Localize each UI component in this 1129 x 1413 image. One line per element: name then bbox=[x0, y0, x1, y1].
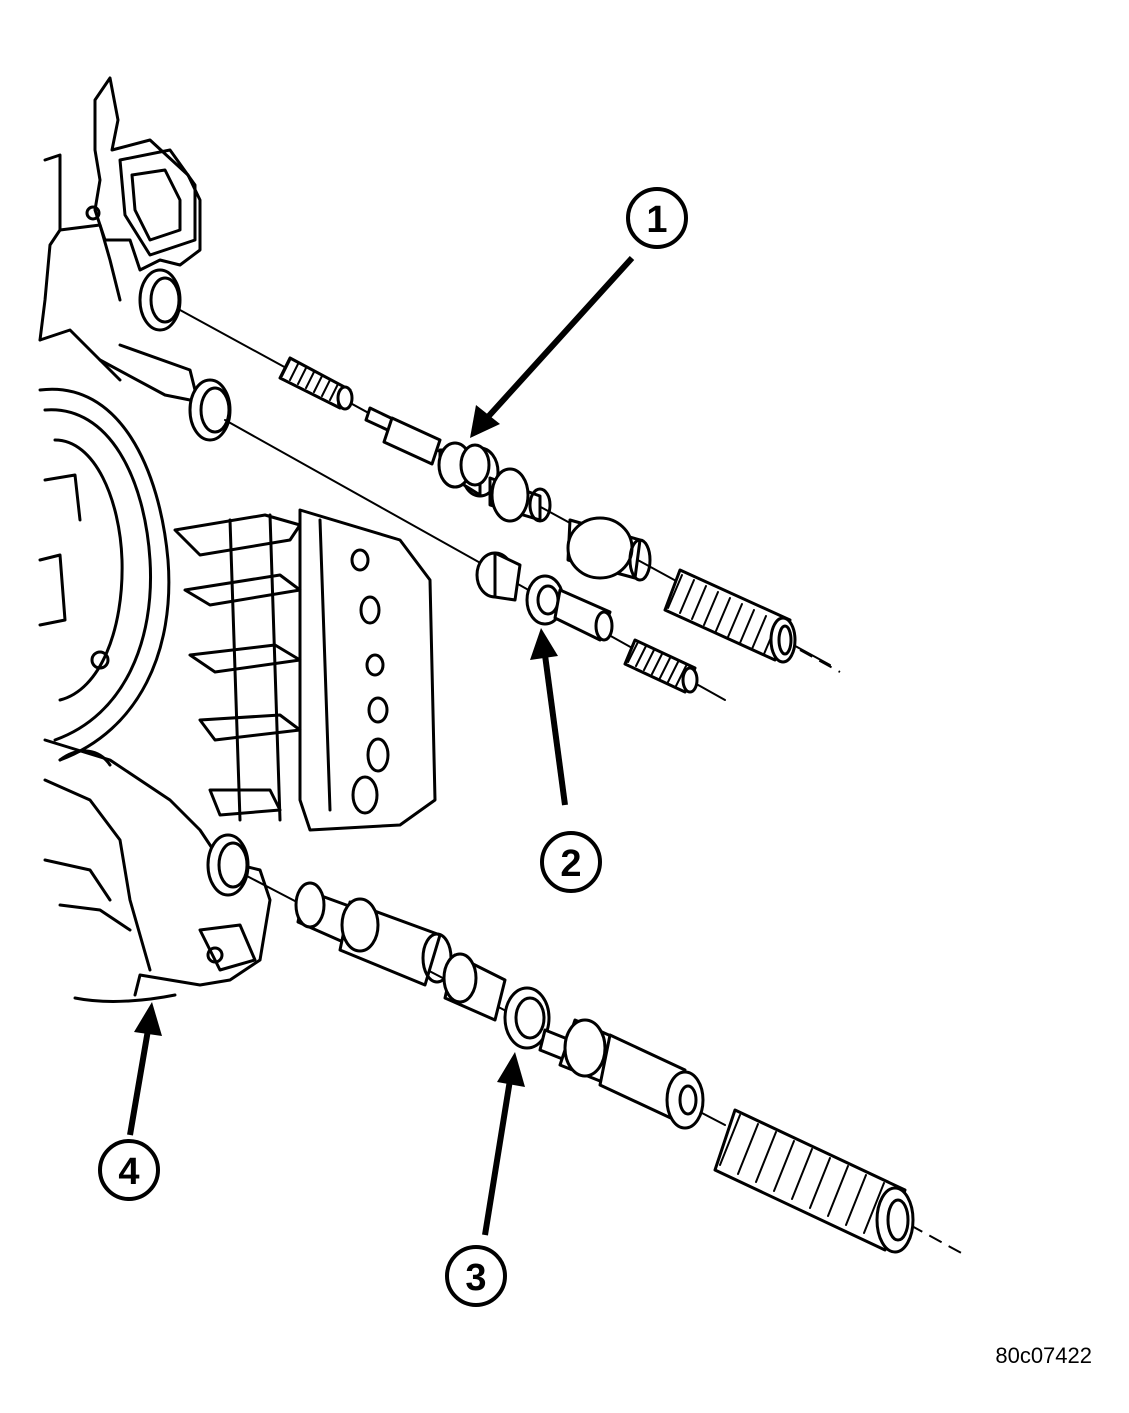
callout-1-label: 1 bbox=[646, 199, 667, 241]
callout-2-label: 2 bbox=[560, 843, 581, 885]
large-lower-spring bbox=[713, 1108, 915, 1254]
upper-valve-assembly bbox=[278, 356, 797, 664]
callout-2: 2 bbox=[540, 831, 602, 893]
large-upper-spring bbox=[663, 568, 797, 664]
callout-4-label: 4 bbox=[118, 1151, 139, 1193]
figure-id: 80c07422 bbox=[995, 1343, 1092, 1368]
callout-1-leader bbox=[470, 255, 635, 438]
small-middle-spring bbox=[623, 638, 699, 694]
lower-valve-assembly bbox=[294, 881, 915, 1254]
small-upper-spring bbox=[278, 356, 354, 411]
callout-4-leader bbox=[127, 1002, 162, 1136]
callout-3: 3 bbox=[445, 1245, 507, 1307]
callout-3-label: 3 bbox=[465, 1257, 486, 1299]
callout-4: 4 bbox=[98, 1139, 160, 1201]
valve-body-housing bbox=[38, 76, 437, 1003]
callout-1: 1 bbox=[626, 187, 688, 249]
callout-3-leader bbox=[482, 1052, 525, 1236]
middle-valve-assembly bbox=[475, 551, 699, 694]
callout-2-leader bbox=[530, 628, 568, 806]
